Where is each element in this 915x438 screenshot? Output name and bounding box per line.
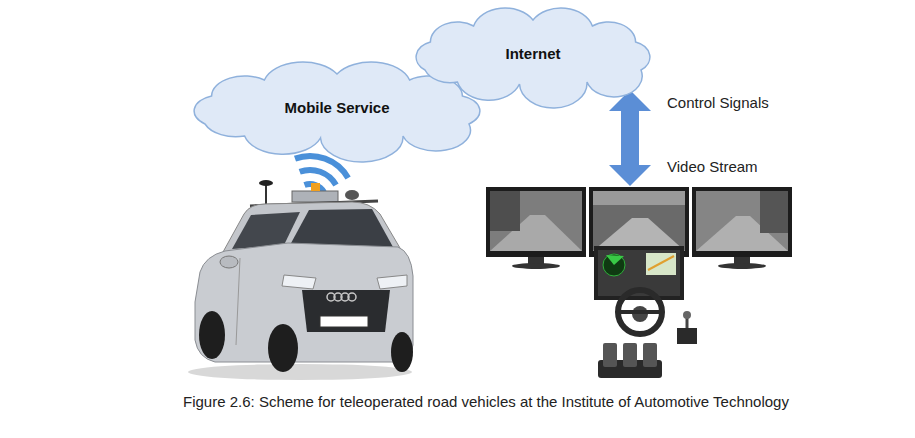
map <box>646 253 676 275</box>
monitor <box>692 187 792 269</box>
radar <box>603 254 625 276</box>
ring <box>348 293 356 301</box>
mirror <box>220 256 238 268</box>
roof-box <box>292 191 338 202</box>
wheel-spoke <box>620 310 660 314</box>
pedal <box>643 343 657 367</box>
car-illustration <box>188 180 413 380</box>
screen-scene <box>490 191 520 231</box>
pedals <box>598 343 662 378</box>
wheel <box>391 332 413 372</box>
cloud-outline <box>194 62 480 162</box>
shifter-knob <box>683 311 691 319</box>
monitor-base <box>718 263 766 269</box>
gps-antenna <box>259 180 273 186</box>
antenna <box>265 184 267 205</box>
screen-scene <box>760 191 788 233</box>
wheel <box>199 311 225 359</box>
monitor-screen <box>490 191 582 251</box>
sensor-dome <box>345 190 359 200</box>
wheel-rim <box>618 290 662 334</box>
beacon <box>311 183 320 191</box>
wheel <box>268 324 298 372</box>
pedal <box>603 343 617 367</box>
monitor <box>486 187 586 269</box>
windshield <box>290 209 393 247</box>
car-body <box>195 243 413 362</box>
signal-label: Control Signals <box>667 94 769 112</box>
monitor-screen <box>593 191 685 251</box>
wave-arc <box>295 156 348 178</box>
license-plate <box>320 316 368 327</box>
map-road <box>648 256 674 270</box>
door-line <box>236 258 240 345</box>
cloud-node: Internet <box>398 10 668 94</box>
shifter-base <box>677 328 697 344</box>
cloud-label: Mobile Service <box>284 99 389 117</box>
double-arrow <box>609 90 651 186</box>
screen-scene <box>593 191 685 205</box>
figure-caption: Figure 2.6: Scheme for teleoperated road… <box>183 393 789 411</box>
cloud-label: Internet <box>505 45 560 63</box>
operator-station <box>486 187 792 378</box>
monitor-base <box>512 263 560 269</box>
radar-sweep <box>606 255 624 265</box>
headlight <box>377 275 407 289</box>
logo-rings <box>327 293 356 301</box>
monitor-frame <box>692 187 792 257</box>
wave-arc <box>300 170 336 185</box>
gear-shifter <box>677 311 697 344</box>
signal-label: Video Stream <box>667 158 758 176</box>
monitor-screen <box>696 191 788 251</box>
car-shadow <box>188 364 412 380</box>
pedal <box>623 343 637 367</box>
wireless-waves <box>295 156 348 192</box>
monitor-frame <box>486 187 586 257</box>
headlight <box>282 275 316 289</box>
steering-wheel <box>618 290 662 334</box>
grille <box>302 290 390 332</box>
